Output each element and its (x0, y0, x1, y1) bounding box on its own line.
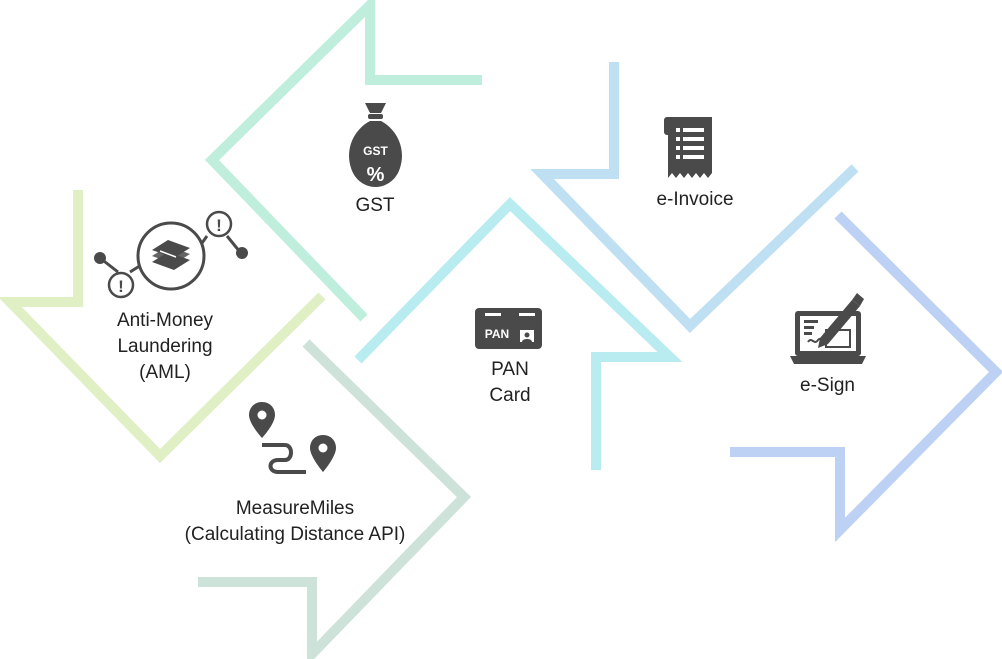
gst-label: GST (330, 193, 420, 219)
pan-label-line-2: Card (489, 385, 531, 406)
measuremiles-label: MeasureMiles (Calculating Distance API) (150, 496, 440, 548)
aml-label-line-3: (AML) (139, 362, 191, 383)
einvoice-label: e-Invoice (630, 187, 760, 213)
receipt-icon (664, 117, 712, 178)
esign-label-line: e-Sign (800, 375, 855, 396)
einvoice-arrow (530, 62, 859, 334)
money-network-alert-icon: ! ! (94, 210, 248, 299)
laptop-signature-icon (790, 293, 866, 364)
measuremiles-label-line-2: (Calculating Distance API) (184, 524, 406, 545)
gst-icon-text: GST (363, 144, 388, 158)
aml-label-line-2: Laundering (117, 336, 213, 357)
pan-icon-text: PAN (485, 327, 509, 341)
esign-arrow (730, 211, 1002, 543)
route-pins-icon (249, 402, 336, 474)
measuremiles-label-line-1: MeasureMiles (235, 498, 355, 519)
aml-label: Anti-Money Laundering (AML) (95, 308, 235, 386)
svg-text:!: ! (118, 277, 124, 296)
pan-label: PAN Card (465, 357, 555, 409)
percent-symbol: % (367, 164, 385, 186)
esign-label: e-Sign (770, 373, 885, 399)
measureMiles-arrow (198, 339, 472, 659)
aml-arrow (0, 190, 326, 464)
gst-label-line: GST (355, 195, 395, 216)
einvoice-label-line: e-Invoice (656, 189, 734, 210)
pan-arrow (354, 196, 683, 470)
money-bag-gst-icon: GST % (349, 103, 402, 187)
aml-label-line-1: Anti-Money (116, 310, 214, 331)
svg-text:!: ! (216, 216, 222, 235)
gst-arrow (204, 0, 482, 322)
pan-card-icon: PAN (475, 308, 542, 349)
pan-label-line-1: PAN (491, 359, 529, 380)
